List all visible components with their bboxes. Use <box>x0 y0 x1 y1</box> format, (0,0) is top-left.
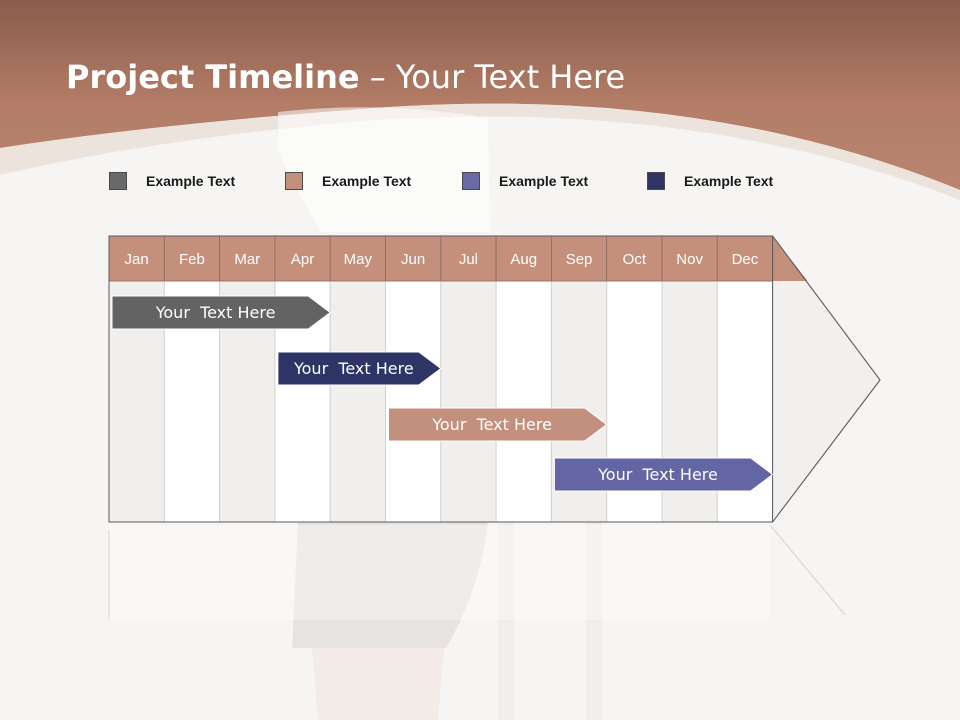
task-label: Your Text Here <box>431 415 552 434</box>
month-label: May <box>344 251 373 268</box>
month-column <box>385 280 442 523</box>
month-label: Dec <box>732 251 759 268</box>
task-label: Your Text Here <box>155 303 276 322</box>
month-header-cell <box>329 235 386 282</box>
month-column <box>329 280 387 523</box>
month-label: Jan <box>125 251 149 268</box>
month-header-cell <box>274 235 331 282</box>
background-figure <box>278 107 602 720</box>
title-rest: – Your Text Here <box>359 58 626 96</box>
header-curve-highlight <box>0 103 960 200</box>
title-bold: Project Timeline <box>66 58 360 96</box>
month-header-cell <box>219 235 276 282</box>
legend-swatch <box>285 172 303 190</box>
legend-swatch <box>647 172 665 190</box>
legend-label: Example Text <box>322 173 412 189</box>
month-header-cell <box>163 235 221 282</box>
month-label: Jul <box>459 251 478 268</box>
legend-label: Example Text <box>499 173 589 189</box>
task-arrow <box>553 457 774 492</box>
legend-label: Example Text <box>146 173 236 189</box>
month-label: Jun <box>401 251 425 268</box>
task-arrow <box>388 407 608 442</box>
arrow-head-outline <box>772 235 881 523</box>
month-header-cell <box>551 235 608 282</box>
month-label: Oct <box>623 251 647 268</box>
month-label: Mar <box>234 251 260 268</box>
month-label: Apr <box>291 251 314 268</box>
month-header-cell <box>385 235 442 282</box>
task-label: Your Text Here <box>293 359 414 378</box>
task-arrow <box>111 295 332 330</box>
legend-swatch <box>109 172 127 190</box>
month-header-cell <box>716 235 773 282</box>
timeline-reflection <box>108 524 846 620</box>
month-label: Nov <box>676 251 703 268</box>
month-column <box>495 280 552 523</box>
month-label: Sep <box>566 251 593 268</box>
month-column <box>440 280 497 523</box>
task-label: Your Text Here <box>597 465 718 484</box>
month-label: Aug <box>510 251 537 268</box>
timeline-frame <box>108 235 774 523</box>
task-arrow <box>277 351 442 386</box>
month-header-cell <box>440 235 497 282</box>
header-band <box>0 0 960 190</box>
legend-label: Example Text <box>684 173 774 189</box>
page-title: Project Timeline – Your Text Here <box>66 58 625 96</box>
legend-swatch <box>462 172 480 190</box>
month-label: Feb <box>179 251 205 268</box>
